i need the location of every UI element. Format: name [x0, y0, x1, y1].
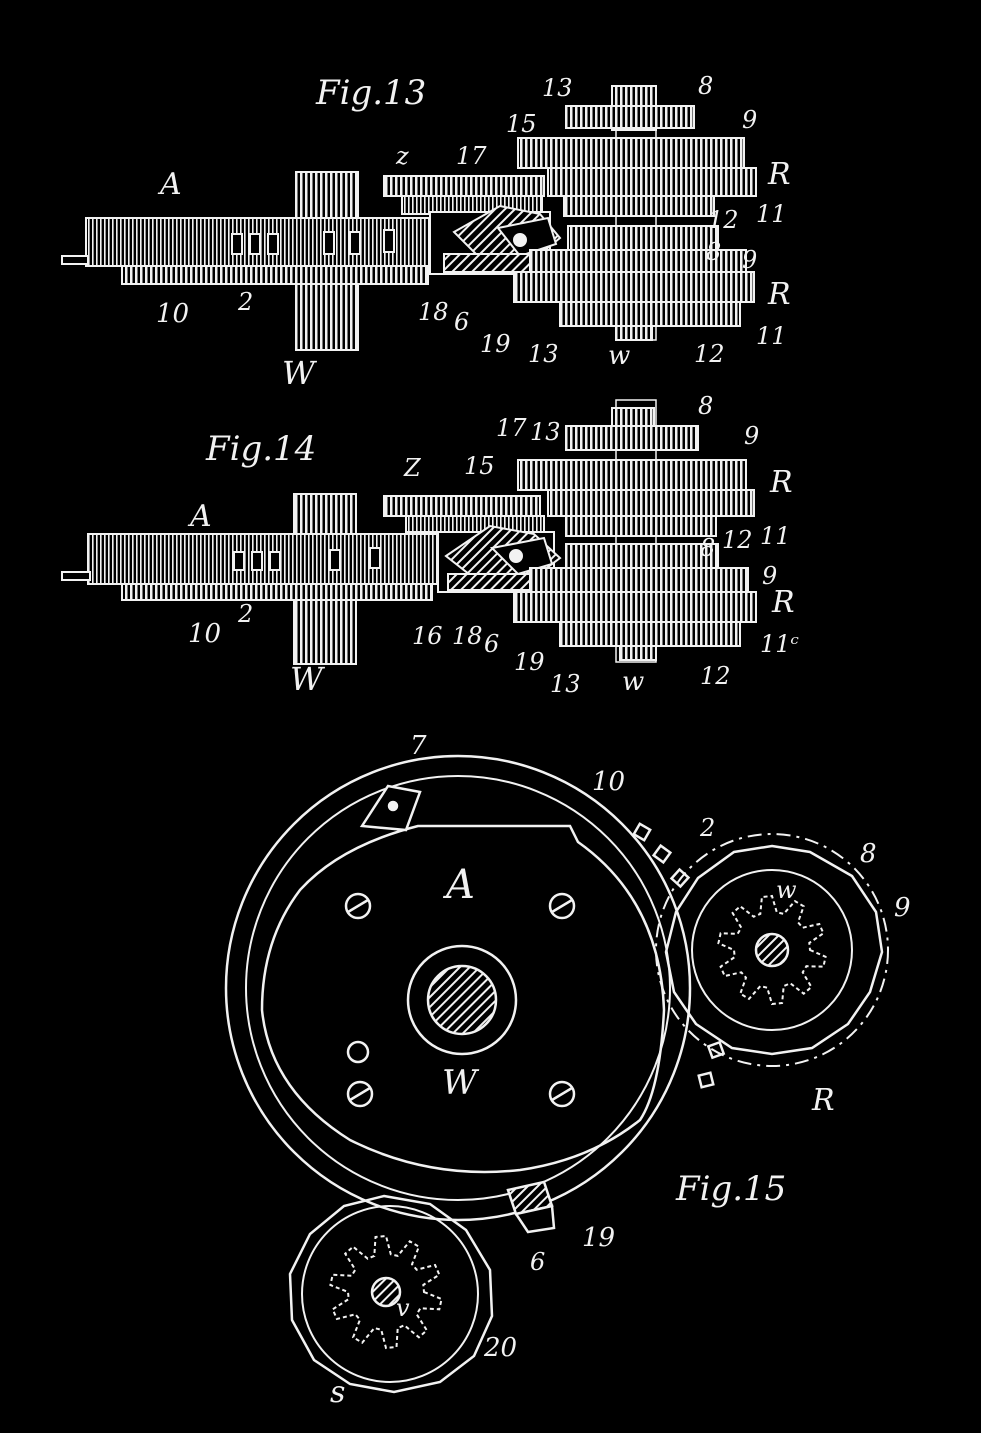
fig13-label-w: w: [608, 341, 630, 371]
fig15-label-20: 20: [483, 1333, 517, 1363]
fig13-label-11-low: 11: [756, 322, 787, 350]
fig13-title: Fig.13: [315, 73, 426, 113]
fig13-label-R-top: R: [767, 157, 791, 192]
part-18: [443, 253, 531, 273]
fig13-label-12-top: 12: [708, 206, 739, 234]
fig14-label-17: 17: [496, 414, 527, 442]
gear-stack-upper-14: [517, 407, 755, 537]
figure-15-labels: Fig.15 7 10 2 A 8 w 9 R W 19 6 v 20 s: [330, 731, 911, 1410]
fig13-label-15: 15: [506, 110, 537, 138]
fig14-label-12-top: 12: [722, 526, 753, 554]
fig13-label-8-top: 8: [698, 72, 713, 100]
fig13-label-W: W: [282, 354, 318, 392]
gear-stack-lower-14: [513, 543, 757, 661]
fig13-label-9-low: 9: [742, 246, 757, 274]
fig15-label-W: W: [442, 1063, 480, 1103]
fig13-label-19: 19: [480, 330, 511, 358]
shaft-w: [615, 85, 657, 341]
fig13-label-11-top: 11: [756, 200, 787, 228]
star-wheel-9: [664, 844, 884, 1056]
ring-10: [224, 754, 692, 1222]
fig13-label-12-low: 12: [694, 340, 725, 368]
fig15-label-9: 9: [894, 893, 911, 923]
fig13-label-6: 6: [454, 308, 469, 336]
fig14-label-9-low: 9: [762, 562, 777, 590]
shaft-W-section: [426, 964, 498, 1036]
fig14-label-8-mid: 8: [700, 534, 715, 562]
fig14-title: Fig.14: [205, 429, 316, 469]
fig14-label-12-low: 12: [700, 662, 731, 690]
fig15-label-w: w: [776, 876, 797, 904]
fig14-label-w: w: [622, 667, 644, 697]
wheel-20: [288, 1194, 494, 1394]
fig14-label-R-low: R: [771, 585, 795, 620]
arm-z: [383, 175, 545, 197]
plate-10: [121, 265, 429, 285]
star-wheel-20: [288, 1194, 494, 1394]
fig15-label-s: s: [330, 1375, 345, 1410]
plate-10-14: [121, 583, 433, 601]
fig15-label-2: 2: [699, 814, 715, 842]
wheel-R: [655, 833, 889, 1067]
fig13-label-18: 18: [418, 298, 449, 326]
fig13-label-13-low: 13: [528, 340, 559, 368]
fig15-label-v: v: [396, 1294, 410, 1322]
disk-A: [260, 824, 666, 1174]
fig13-label-z: z: [395, 142, 409, 170]
fig14-label-8-top: 8: [698, 392, 713, 420]
fig14-label-16: 16: [412, 622, 443, 650]
figure-14-labels: Fig.14 A Z 15 17 13 8 9 R 12 11 8 9 R 11…: [187, 392, 799, 698]
hub: [406, 944, 518, 1056]
fig13-label-2: 2: [237, 288, 253, 316]
fig15-label-6: 6: [530, 1248, 545, 1276]
fig14-label-R-top: R: [769, 465, 793, 500]
fig14-label-2: 2: [237, 600, 253, 628]
fig15-label-10: 10: [592, 767, 625, 797]
shaft-w-section: [754, 932, 790, 968]
teeth-2-14: [233, 547, 381, 571]
fig15-label-8: 8: [860, 839, 877, 869]
fig14-label-z: Z: [403, 454, 422, 482]
fig13-label-8-mid: 8: [706, 238, 721, 266]
figure-13: [61, 85, 757, 351]
arm-z-14: [383, 495, 541, 517]
fig14-label-W: W: [290, 660, 326, 698]
rack-A-14: [87, 533, 443, 585]
gear-stack-upper: [517, 85, 757, 217]
fig13-label-17: 17: [456, 142, 487, 170]
gear-stack-lower: [513, 225, 755, 341]
fig13-label-A: A: [157, 167, 182, 202]
fig13-label-13-top: 13: [542, 74, 573, 102]
fig14-label-19: 19: [514, 648, 545, 676]
fig14-label-11-low: 11ᶜ: [760, 630, 799, 658]
figure-15: [224, 754, 889, 1394]
fig14-label-A: A: [187, 499, 212, 534]
shaft-w-14: [615, 399, 657, 663]
fig15-label-R: R: [811, 1083, 835, 1118]
fig14-label-11-top: 11: [760, 522, 791, 550]
teeth-2: [231, 229, 395, 255]
fig15-label-A: A: [442, 862, 475, 908]
fig14-label-15: 15: [464, 452, 495, 480]
fig14-label-9-top: 9: [744, 422, 759, 450]
shaft-v-section: [370, 1276, 402, 1308]
part-18-14: [447, 573, 533, 591]
fig13-label-9-top: 9: [742, 106, 757, 134]
figure-13-labels: Fig.13 A z 17 15 13 8 9 R 12 11 8 9 R 11…: [156, 72, 791, 392]
fig13-label-10: 10: [156, 299, 189, 329]
fig14-label-6: 6: [484, 630, 499, 658]
fig15-title: Fig.15: [675, 1169, 786, 1209]
block-19: [506, 1180, 556, 1234]
fig14-label-13-low: 13: [550, 670, 581, 698]
fig14-label-10: 10: [188, 619, 221, 649]
fig13-label-R-low: R: [767, 277, 791, 312]
fig15-label-19: 19: [582, 1223, 615, 1253]
screws: [344, 892, 576, 1108]
fig14-label-13-top: 13: [530, 418, 561, 446]
fig15-label-7: 7: [410, 731, 427, 761]
figure-14: [61, 399, 757, 665]
fig14-label-18: 18: [452, 622, 483, 650]
